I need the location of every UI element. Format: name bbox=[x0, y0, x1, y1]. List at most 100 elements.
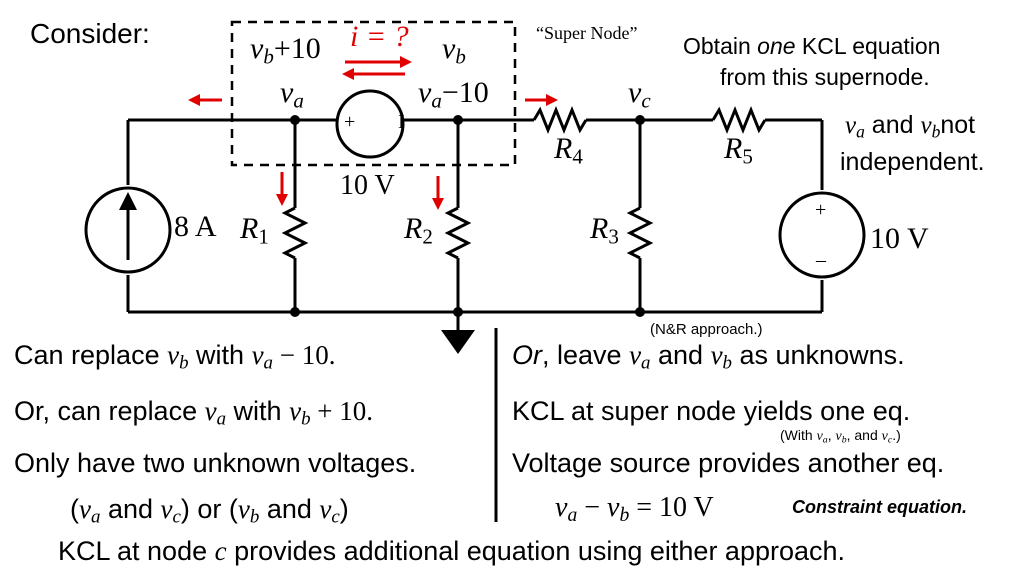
left-line-4: (va and vc) or (vb and vc) bbox=[70, 496, 349, 528]
r4-label: R4 bbox=[554, 134, 583, 167]
obtain-em: one bbox=[757, 33, 796, 59]
current-arrow-head bbox=[119, 192, 137, 210]
vb-sub: b bbox=[931, 121, 941, 142]
left-line-2: Or, can replace va with vb + 10. bbox=[14, 398, 373, 430]
voltage-source-right-label: 10 V bbox=[870, 222, 929, 255]
vb-plus-10-text: +10 bbox=[273, 32, 321, 65]
arrow-down-r1-head bbox=[276, 194, 288, 206]
l4-vb-sub: b bbox=[249, 506, 260, 528]
supernode-source-plus: + bbox=[344, 111, 356, 133]
l4-and2: and bbox=[259, 494, 320, 524]
l2-mid: with bbox=[226, 396, 290, 426]
footer-node: c bbox=[214, 536, 227, 566]
wn-va-sub: a bbox=[822, 434, 828, 446]
r3-letter: R bbox=[590, 212, 609, 245]
r1-vb: v bbox=[710, 340, 723, 370]
r1-letter: R bbox=[240, 212, 259, 245]
va-node-var: v bbox=[280, 76, 294, 109]
arrow-out-left-head bbox=[188, 94, 200, 106]
and-word: and bbox=[864, 111, 921, 139]
left-line-3: Only have two unknown voltages. bbox=[14, 448, 417, 478]
resistor-r3 bbox=[626, 206, 654, 260]
va-minus-sub: a bbox=[431, 88, 442, 113]
vb-sub-2: b bbox=[455, 44, 466, 69]
obtain-line-1: Obtain one KCL equation bbox=[683, 35, 940, 58]
wn-vb: v bbox=[835, 429, 842, 444]
eq-vb: v bbox=[607, 492, 620, 523]
l4-open: ( bbox=[70, 494, 79, 524]
va-sub: a bbox=[856, 121, 865, 142]
r2-letter: R bbox=[404, 212, 423, 245]
r1-or: Or bbox=[512, 340, 542, 370]
current-question-label: i = ? bbox=[350, 20, 409, 53]
vc-node-label: vc bbox=[628, 78, 651, 111]
not-independent-line-1: va and vbnot bbox=[845, 113, 975, 141]
r1-vb-sub: b bbox=[722, 352, 732, 374]
vc-sub: c bbox=[641, 88, 651, 113]
arrow-down-r2-head bbox=[432, 198, 444, 210]
va-minus-10-text: −10 bbox=[441, 76, 489, 109]
resistor-r5 bbox=[711, 105, 767, 135]
left-line-1: Can replace vb with va − 10. bbox=[14, 342, 335, 374]
r2-sub: 2 bbox=[422, 224, 433, 249]
l4-va-sub: a bbox=[90, 506, 101, 528]
node-bottom-r1-dot bbox=[290, 307, 300, 317]
wn-end: .) bbox=[892, 427, 901, 443]
va-minus-var: v bbox=[418, 76, 432, 109]
r1-and: and bbox=[650, 340, 711, 370]
r1-end: as unknowns. bbox=[732, 340, 905, 370]
right-line-1: Or, leave va and vb as unknowns. bbox=[512, 342, 905, 374]
l1-vb-sub: b bbox=[179, 352, 189, 374]
obtain-line-2: from this supernode. bbox=[720, 64, 930, 90]
l4-vc: v bbox=[160, 494, 173, 524]
node-vb-dot bbox=[453, 115, 463, 125]
l2-vb: v bbox=[289, 396, 302, 426]
r4-letter: R bbox=[554, 132, 573, 165]
vb-plus-10-label: vb+10 bbox=[250, 34, 321, 67]
l4-vc-2: v bbox=[319, 494, 332, 524]
vb-label: vb bbox=[442, 34, 466, 67]
resistor-r4 bbox=[532, 105, 588, 135]
eq-equals: = 10 V bbox=[629, 492, 714, 523]
wn-vb-sub: b bbox=[841, 434, 847, 446]
wn-va: v bbox=[816, 429, 823, 444]
footer-pre: KCL at node bbox=[58, 536, 215, 566]
l4-vc-sub-2: c bbox=[331, 506, 340, 528]
right-line-2: KCL at super node yields one eq. bbox=[512, 396, 911, 426]
not-word: not bbox=[940, 111, 976, 139]
obtain-post: KCL equation bbox=[795, 33, 941, 59]
node-va-dot bbox=[290, 115, 300, 125]
current-arrow-right-head bbox=[400, 56, 412, 68]
footer-line: KCL at node c provides additional equati… bbox=[58, 538, 845, 565]
with-note: (With va, vb, and vc.) bbox=[780, 428, 901, 445]
not-independent-line-2: independent. bbox=[840, 148, 985, 176]
consider-label: Consider: bbox=[30, 18, 150, 49]
r3-sub: 3 bbox=[608, 224, 619, 249]
nr-approach-note: (N&R approach.) bbox=[650, 321, 763, 338]
wn-c2: , and bbox=[846, 427, 882, 443]
l1-expr: − 10. bbox=[273, 340, 336, 370]
va-node-sub: a bbox=[293, 88, 304, 113]
constraint-label: Constraint equation. bbox=[792, 497, 967, 517]
r1-leave: , leave bbox=[542, 340, 630, 370]
r5-letter: R bbox=[724, 132, 743, 165]
wn-c1: , bbox=[827, 427, 836, 443]
arrow-out-right-head bbox=[546, 94, 558, 106]
l2-va: v bbox=[204, 396, 217, 426]
current-arrow-left-head bbox=[342, 68, 354, 80]
vb-var: v bbox=[920, 112, 932, 139]
l1-mid: with bbox=[188, 340, 252, 370]
resistor-r2 bbox=[444, 206, 472, 260]
vb-plus-sub: b bbox=[263, 44, 274, 69]
r3-label: R3 bbox=[590, 214, 619, 247]
l4-vc-sub: c bbox=[172, 506, 181, 528]
node-vc-dot bbox=[635, 115, 645, 125]
voltage-source-right bbox=[778, 191, 866, 279]
r5-sub: 5 bbox=[742, 144, 753, 169]
l2-pre: Or, can replace bbox=[14, 396, 205, 426]
r1-va-sub: a bbox=[641, 352, 651, 374]
l1-vb: v bbox=[167, 340, 180, 370]
r1-sub: 1 bbox=[258, 224, 269, 249]
